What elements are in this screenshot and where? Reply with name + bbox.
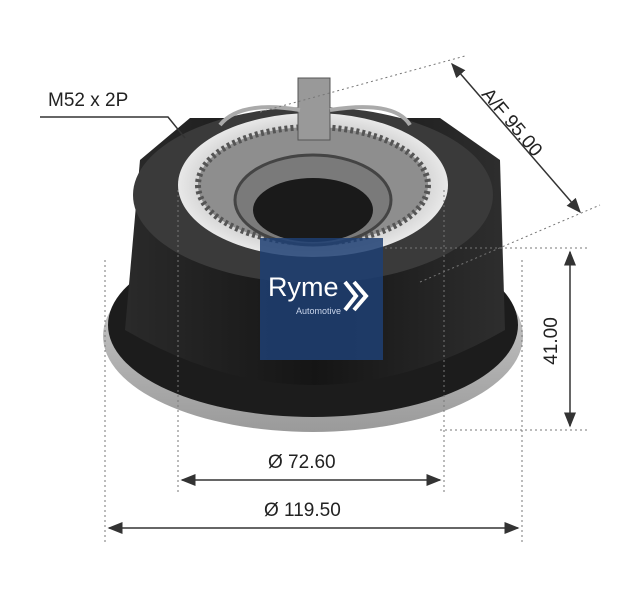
outer-diameter-label: Ø 119.50 <box>264 500 341 521</box>
inner-diameter-label: Ø 72.60 <box>268 452 336 473</box>
logo-chevrons-icon <box>343 280 369 312</box>
height-label: 41.00 <box>540 317 562 365</box>
logo-text: Ryme <box>268 272 339 302</box>
thread-leader-line <box>40 116 186 139</box>
thread-label: M52 x 2P <box>48 90 129 111</box>
extension-lines <box>104 55 601 542</box>
retaining-wire <box>218 105 412 127</box>
bore-shadow <box>253 178 373 242</box>
af-dimension-line <box>451 62 581 214</box>
lock-tab <box>297 77 331 141</box>
logo-subtitle: Automotive <box>296 306 342 316</box>
